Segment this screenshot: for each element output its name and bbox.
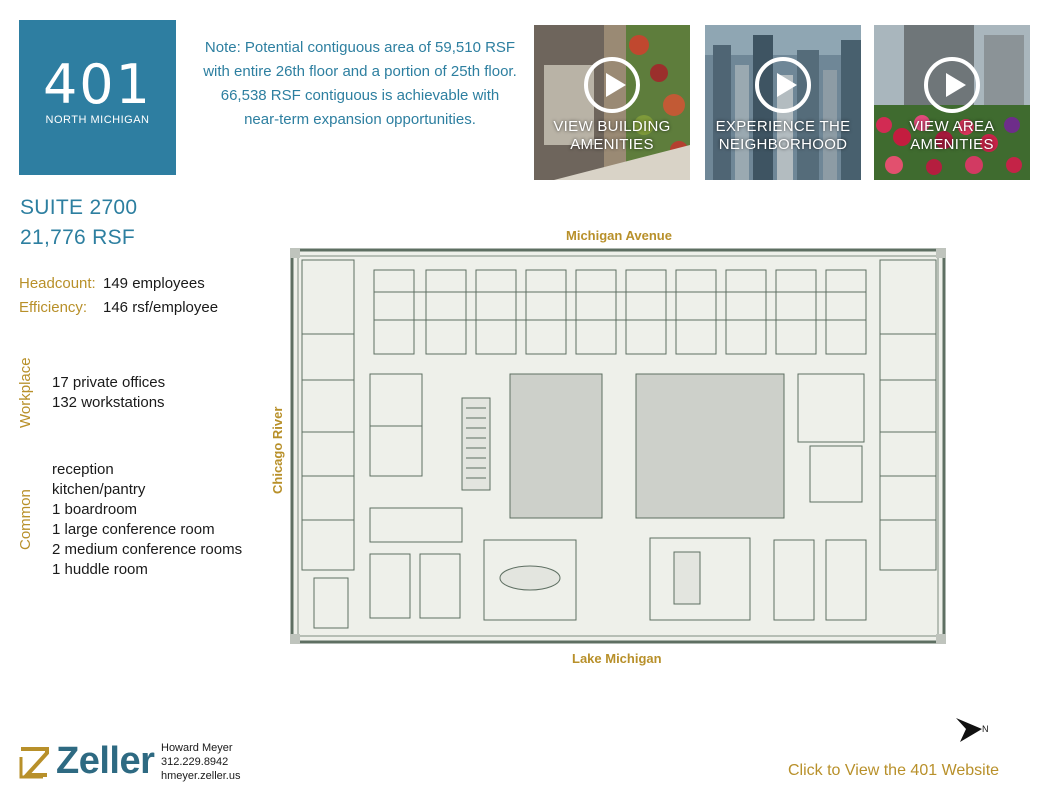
list-item: reception [52, 461, 114, 478]
north-street-label: Michigan Avenue [566, 228, 672, 243]
contact-web[interactable]: hmeyer.zeller.us [161, 770, 241, 782]
private-offices [301, 259, 937, 571]
common-label: Common [17, 489, 34, 550]
common-list: reception kitchen/pantry 1 boardroom 1 l… [52, 460, 242, 580]
efficiency-row: Efficiency: 146 rsf/employee [19, 299, 218, 316]
company-name: Zeller [56, 740, 155, 782]
list-item: 1 large conference room [52, 521, 215, 538]
core-elevators [461, 373, 785, 519]
website-link[interactable]: Click to View the 401 Website [788, 762, 1000, 779]
list-item: 2 medium conference rooms [52, 541, 243, 558]
play-icon [755, 57, 811, 113]
efficiency-value: 146 rsf/employee [103, 299, 219, 316]
zeller-logo-icon [19, 747, 49, 779]
suite-area: 21,776 RSF [20, 226, 136, 249]
north-arrow-icon: N [956, 718, 989, 742]
contact-block: Howard Meyer 312.229.8942 hmeyer.zeller.… [161, 741, 240, 783]
note-line: Note: Potential contiguous area of 59,51… [204, 39, 516, 56]
headcount-value: 149 employees [103, 275, 205, 292]
suite-name: SUITE 2700 [20, 196, 138, 219]
svg-text:N: N [982, 724, 989, 734]
headcount-row: Headcount: 149 employees [19, 275, 205, 292]
floor-plan [290, 248, 946, 644]
logo-subtitle: NORTH MICHIGAN [45, 114, 150, 126]
contact-name: Howard Meyer [161, 742, 233, 754]
contiguous-note: Note: Potential contiguous area of 59,51… [190, 36, 530, 132]
brand-logo: 401 NORTH MICHIGAN [19, 20, 176, 175]
workstations-north [373, 269, 867, 355]
contact-phone: 312.229.8942 [161, 756, 229, 768]
logo-number: 401 [42, 53, 153, 116]
workplace-label: Workplace [17, 357, 34, 428]
conference-rooms [313, 507, 751, 629]
west-river-label: Chicago River [270, 406, 285, 494]
suite-info: SUITE 2700 21,776 RSF [20, 193, 137, 253]
list-item: 1 huddle room [52, 561, 148, 578]
play-icon [584, 57, 640, 113]
workstations-south [369, 445, 867, 621]
play-icon [924, 57, 980, 113]
list-item: 1 boardroom [52, 501, 138, 518]
stairs [466, 407, 486, 479]
south-street-label: Lake Michigan [572, 651, 662, 666]
note-line: 66,538 RSF contiguous is achievable with [220, 87, 500, 104]
note-line: near-term expansion opportunities. [244, 111, 476, 128]
list-item: kitchen/pantry [52, 481, 146, 498]
list-item: 132 workstations [52, 394, 165, 411]
efficiency-label: Efficiency: [19, 299, 88, 316]
workplace-list: 17 private offices 132 workstations [52, 373, 165, 413]
list-item: 17 private offices [52, 374, 166, 391]
headcount-label: Headcount: [19, 275, 96, 292]
note-line: with entire 26th floor and a portion of … [203, 63, 517, 80]
